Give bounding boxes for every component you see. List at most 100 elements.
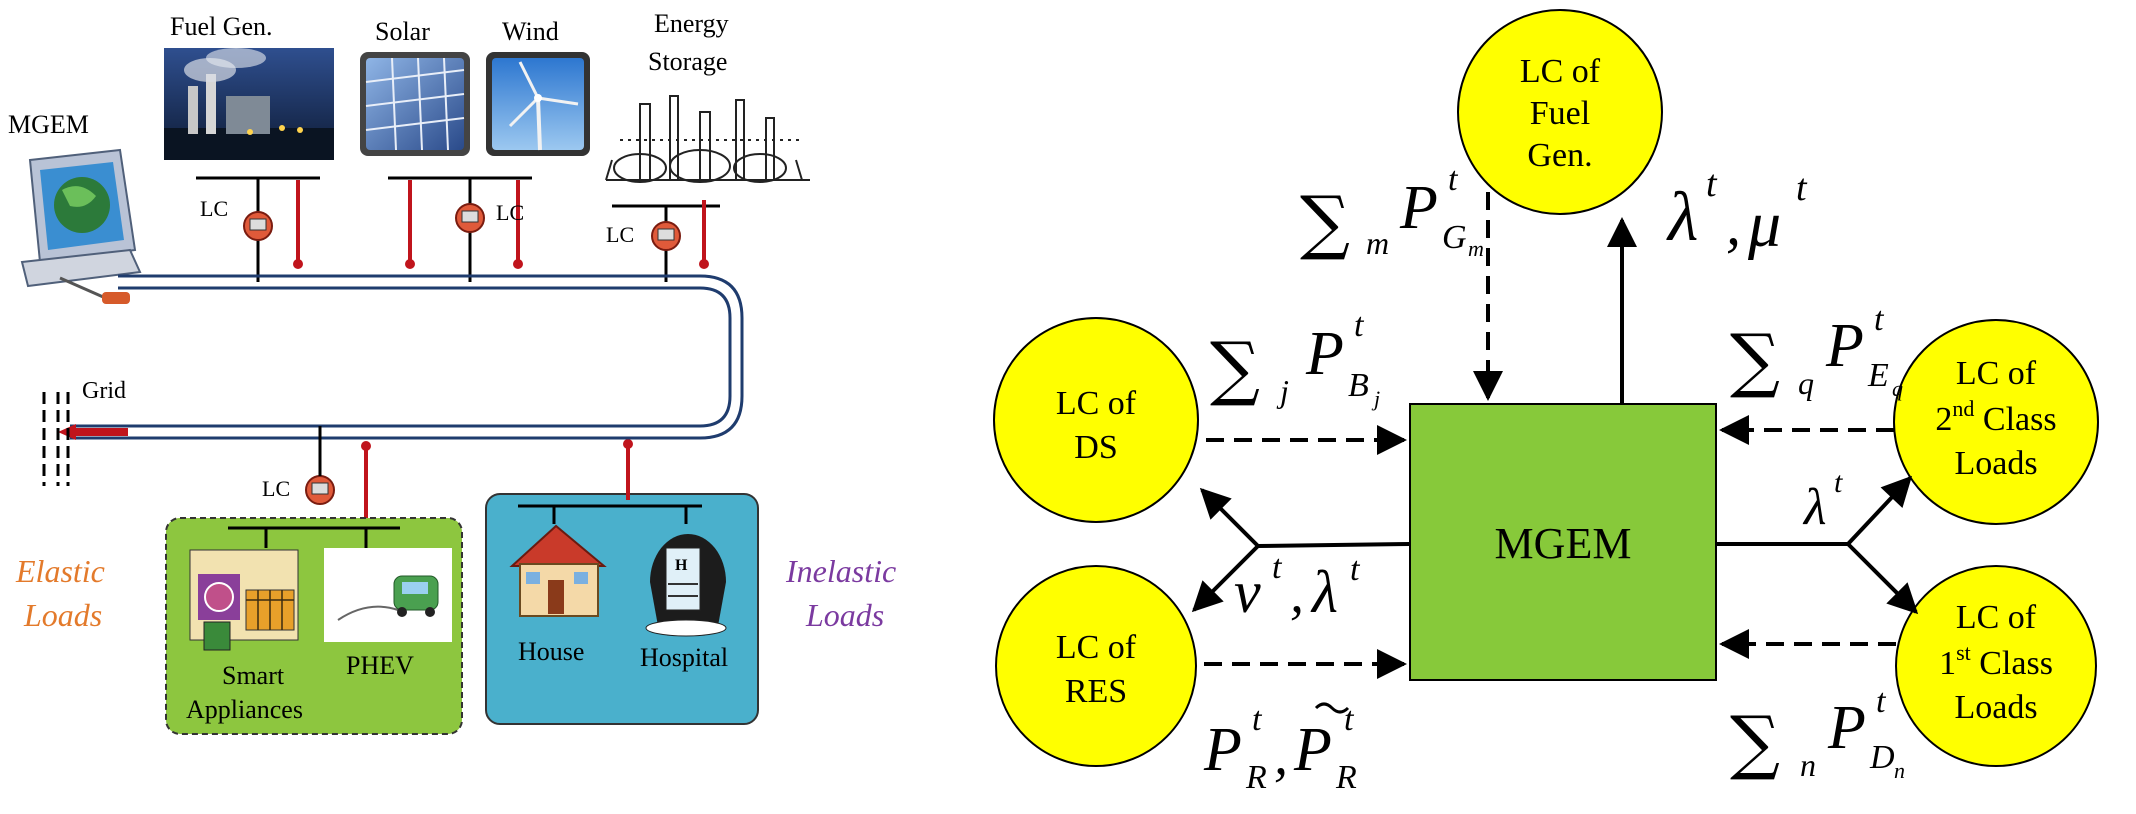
wind-turbine-image [486, 52, 590, 156]
grid-symbol [42, 392, 70, 486]
flow-arrows [1191, 192, 1919, 679]
lc-fuel-label: LC [200, 196, 228, 221]
comma: , [1726, 191, 1741, 257]
arrow-to-class2 [1846, 475, 1913, 546]
house-icon [509, 524, 607, 617]
sigma-symbol: ∑ [1730, 319, 1780, 401]
subscript-r: R [1335, 759, 1357, 796]
lambda-symbol: λ [1310, 559, 1338, 625]
subscript-q: q [1892, 376, 1903, 401]
power-bus [70, 274, 744, 440]
tilde-power-symbol: P [1293, 716, 1332, 784]
fuel-node-line2: Fuel [1530, 95, 1590, 132]
mgem-label: MGEM [8, 110, 89, 139]
hospital-label: Hospital [640, 643, 728, 672]
left-signal-trunk [1257, 542, 1411, 548]
res-node-line1: LC of [1056, 629, 1137, 666]
inelastic-label-line2: Loads [805, 597, 884, 633]
computer-icon [20, 148, 142, 304]
solar-label: Solar [375, 17, 430, 46]
power-symbol: P [1203, 716, 1242, 784]
smart-label-line1: Smart [222, 661, 285, 690]
lambda-symbol: λ [1802, 479, 1827, 536]
lc-fuel-gen-node [1457, 9, 1663, 215]
class1-node-line3: Loads [1954, 689, 2037, 726]
index-q: q [1798, 365, 1814, 401]
power-symbol: P [1825, 312, 1864, 380]
class2-node-line3: Loads [1954, 445, 2037, 482]
nu-symbol: ν [1234, 559, 1261, 625]
index-n: n [1800, 747, 1816, 783]
lc-class2-node [1893, 319, 2099, 525]
lc-elastic-label: LC [262, 476, 290, 501]
power-symbol: P [1827, 694, 1866, 762]
lc-fuel: LC [200, 196, 273, 241]
lambda-superscript: t [1834, 466, 1843, 499]
generation-feeders [196, 176, 720, 282]
tilde-mark [1314, 702, 1350, 714]
subscript-m: m [1468, 236, 1484, 261]
index-m: m [1366, 225, 1389, 261]
power-symbol: P [1399, 174, 1438, 242]
subscript-n: n [1894, 758, 1905, 783]
mu-superscript: t [1796, 167, 1808, 209]
class2-node-line2: 2nd Class [1935, 396, 2056, 438]
lc-storage-label: LC [606, 222, 634, 247]
nu-superscript: t [1272, 549, 1283, 586]
lc-res-node [995, 565, 1197, 767]
comma: , [1290, 563, 1304, 625]
power-plant-image [164, 48, 334, 160]
hospital-sign: H [675, 557, 688, 574]
energy-management-diagram: MGEM LC of Fuel Gen. LC of DS LC of RES … [993, 9, 2099, 796]
time-superscript: t [1874, 301, 1885, 338]
label-nu-lambda: ν t , λ t [1234, 549, 1361, 625]
subscript-e: E [1867, 357, 1889, 394]
class2-node-line1: LC of [1956, 355, 2037, 392]
lc-elastic: LC [262, 475, 335, 505]
grid-label: Grid [82, 378, 126, 404]
storage-label-line2: Storage [648, 47, 727, 76]
power-symbol: P [1305, 320, 1344, 388]
energy-storage-image [605, 95, 810, 183]
time-superscript: t [1876, 683, 1887, 720]
lc-renewable-label: LC [496, 200, 524, 225]
res-node-line2: RES [1065, 673, 1127, 710]
time-superscript: t [1448, 161, 1459, 198]
wind-label: Wind [502, 17, 559, 46]
smart-appliances-icon [189, 549, 299, 651]
lc-renewable: LC [455, 200, 524, 233]
lambda-symbol: λ [1666, 179, 1698, 256]
subscript-g: G [1442, 219, 1467, 256]
lc-ds-node [993, 317, 1199, 523]
communication-lines [296, 180, 706, 542]
mgem-center-label: MGEM [1495, 519, 1632, 568]
label-lambda-mu: λ t , μ t [1666, 163, 1808, 261]
sigma-symbol: ∑ [1300, 181, 1350, 263]
smart-label-line2: Appliances [186, 695, 303, 724]
label-sum-pe: ∑ q P t E q [1730, 301, 1903, 401]
subscript-j: j [1371, 386, 1380, 411]
label-sum-pd: ∑ n P t D n [1730, 683, 1905, 783]
sigma-symbol: ∑ [1730, 701, 1780, 783]
time-superscript: t [1354, 307, 1365, 344]
house-label: House [518, 637, 584, 666]
phev-icon [324, 548, 452, 642]
fuel-node-line3: Gen. [1527, 137, 1592, 174]
solar-panel-image [360, 52, 470, 156]
lambda-superscript: t [1350, 551, 1361, 588]
inelastic-label-line1: Inelastic [785, 553, 896, 589]
label-sum-pg: ∑ m P t G m [1300, 161, 1484, 263]
index-j: j [1276, 373, 1289, 409]
subscript-r: R [1245, 759, 1267, 796]
lambda-superscript: t [1706, 163, 1718, 205]
comma: , [1274, 725, 1288, 787]
ds-node-line2: DS [1074, 429, 1117, 466]
elastic-label-line1: Elastic [15, 553, 105, 589]
storage-label-line1: Energy [654, 9, 729, 38]
fuel-gen-label: Fuel Gen. [170, 12, 273, 41]
class1-node-line1: LC of [1956, 599, 2037, 636]
time-superscript: t [1252, 701, 1263, 738]
lc-storage: LC [606, 221, 681, 251]
elastic-label-line2: Loads [23, 597, 102, 633]
